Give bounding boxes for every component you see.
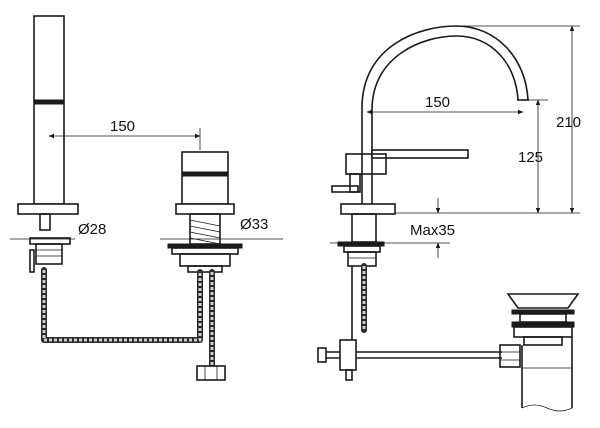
dimension-label-total-height: 210 — [556, 114, 581, 131]
dimension-label-max-deck-thickness: Max35 — [410, 222, 455, 239]
dimension-spout-reach: 150 — [366, 94, 524, 115]
dimension-spout-distance: 150 — [48, 118, 201, 150]
side-shank — [337, 213, 385, 340]
handle-column — [167, 151, 243, 273]
dimension-label-base-diameter-spout: Ø28 — [78, 221, 106, 238]
gooseneck-spout — [361, 25, 529, 204]
spout-column — [17, 15, 79, 273]
front-hoses — [41, 267, 226, 381]
lever-handle — [331, 149, 469, 215]
popup-rod — [317, 339, 502, 381]
dimension-base-diameter-spout: Ø28 — [10, 221, 106, 240]
dimension-label-spout-reach: 150 — [425, 94, 450, 111]
dimension-label-spout-distance: 150 — [110, 118, 135, 135]
dimension-total-height: 210 — [395, 25, 581, 214]
dimension-max-deck-thickness: Max35 — [330, 198, 455, 258]
dimension-base-diameter-handle: Ø33 — [160, 216, 283, 240]
popup-waste — [499, 293, 580, 412]
dimension-outlet-height: 125 — [518, 99, 548, 214]
front-view: 150 Ø28 Ø33 — [10, 15, 283, 381]
dimension-label-outlet-height: 125 — [518, 149, 543, 166]
side-view: 150 210 125 Max35 — [317, 25, 581, 412]
dimension-label-base-diameter-handle: Ø33 — [240, 216, 268, 233]
